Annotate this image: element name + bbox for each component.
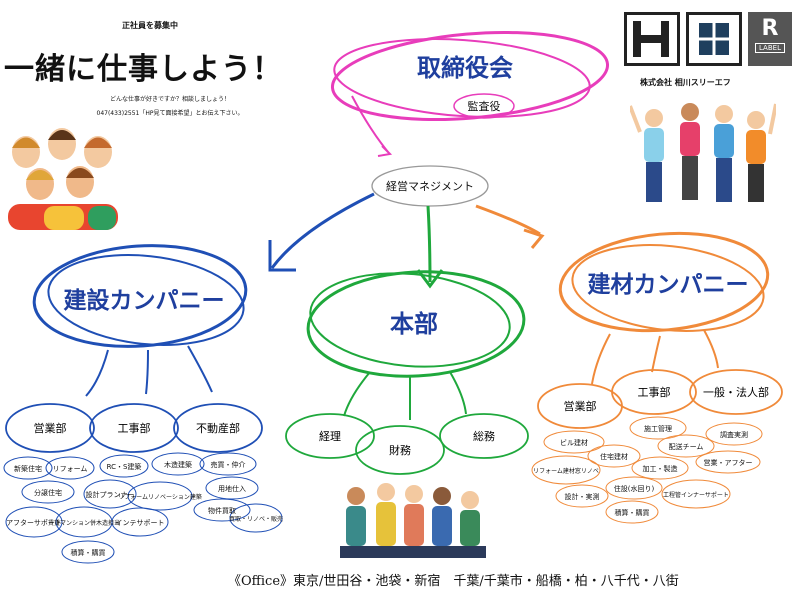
hq-label: 本部 xyxy=(390,310,438,338)
m-item-construction-mgmt: 施工管理 xyxy=(644,424,672,433)
company-logo-window xyxy=(686,12,742,66)
logo-letter: R xyxy=(761,16,779,41)
c-item-after: アフターサポート xyxy=(6,518,62,527)
m-item-reform-window: リフォーム建材窓リノベ xyxy=(533,467,599,475)
materials-label: 建材カンパニー xyxy=(588,272,749,298)
company-logo-lh xyxy=(624,12,680,66)
c-item-rc: RC・S建築 xyxy=(107,462,142,471)
m-item-design: 設計・実測 xyxy=(565,492,600,501)
hq-dept-finance: 財務 xyxy=(389,443,411,457)
c-item-estimate: 積算・購買 xyxy=(71,548,106,557)
recruit-heading: 正社員を募集中 xyxy=(122,21,178,30)
m-item-building: ビル建材 xyxy=(560,438,588,447)
c-item-newhome: 新築住宅 xyxy=(14,464,42,473)
materials-dept-corporate: 一般・法人部 xyxy=(703,385,769,399)
team-illustration-center xyxy=(340,483,486,558)
c-item-renovation: リフォームリノベーション建築 xyxy=(118,493,202,501)
construction-ellipse xyxy=(32,244,248,348)
c-item-subdivision: 分譲住宅 xyxy=(34,488,62,497)
hq-ellipse xyxy=(306,270,526,378)
office-locations: 《Office》東京/世田谷・池袋・新宿 千葉/千葉市・船橋・柏・八千代・八街 xyxy=(228,574,679,589)
logo-text: LABEL xyxy=(755,43,785,53)
construction-label: 建設カンパニー xyxy=(64,287,225,314)
board-label: 取締役会 xyxy=(417,54,513,82)
materials-dept-sales: 営業部 xyxy=(564,399,597,413)
c-item-interior: インテサポート xyxy=(116,519,165,527)
construction-dept-sales: 営業部 xyxy=(34,421,67,435)
c-item-buy: 物件買取 xyxy=(208,506,236,515)
m-item-housing: 住宅建材 xyxy=(600,452,628,461)
m-item-processing: 加工・製造 xyxy=(643,464,678,473)
m-item-survey: 調査実測 xyxy=(720,430,748,439)
company-logo-label: R LABEL xyxy=(748,12,792,66)
company-name: 株式会社 相川スリーエフ xyxy=(640,78,731,87)
auditor-label: 監査役 xyxy=(468,99,501,113)
m-item-process: 工程管インナーサポート xyxy=(663,491,729,499)
c-item-design: 設計プランナー xyxy=(86,490,135,499)
m-item-delivery: 配送チーム xyxy=(669,442,704,451)
c-item-reform: リフォーム xyxy=(53,465,88,473)
m-item-estimate: 積算・購買 xyxy=(615,508,650,517)
recruit-contact: 047(433)2551「HP見て面接希望」とお伝え下さい。 xyxy=(96,110,244,117)
c-item-trade: 売買・仲介 xyxy=(211,460,246,469)
recruit-subtitle: どんな仕事が好きですか？相談しましょう！ xyxy=(109,96,230,103)
m-item-after: 営業・アフター xyxy=(704,458,753,467)
team-illustration-right xyxy=(630,103,776,202)
c-item-rental: 賃貸マンション併木造担当 xyxy=(48,519,120,527)
c-item-land: 用地仕入 xyxy=(218,484,246,493)
hq-dept-accounting: 経理 xyxy=(319,430,341,443)
construction-dept-realestate: 不動産部 xyxy=(196,421,240,435)
c-item-resell: 買取・リノベ・販売 xyxy=(229,515,283,523)
materials-dept-works: 工事部 xyxy=(638,385,671,399)
construction-dept-works: 工事部 xyxy=(118,421,151,435)
m-item-plumbing: 住設(水回り) xyxy=(614,484,655,493)
team-illustration-left xyxy=(8,128,118,230)
c-item-wood: 木造建築 xyxy=(164,460,192,469)
recruit-title: 一緒に仕事しよう！ xyxy=(4,52,283,87)
hq-dept-general: 総務 xyxy=(473,429,495,443)
management-label: 経営マネジメント xyxy=(386,179,474,193)
